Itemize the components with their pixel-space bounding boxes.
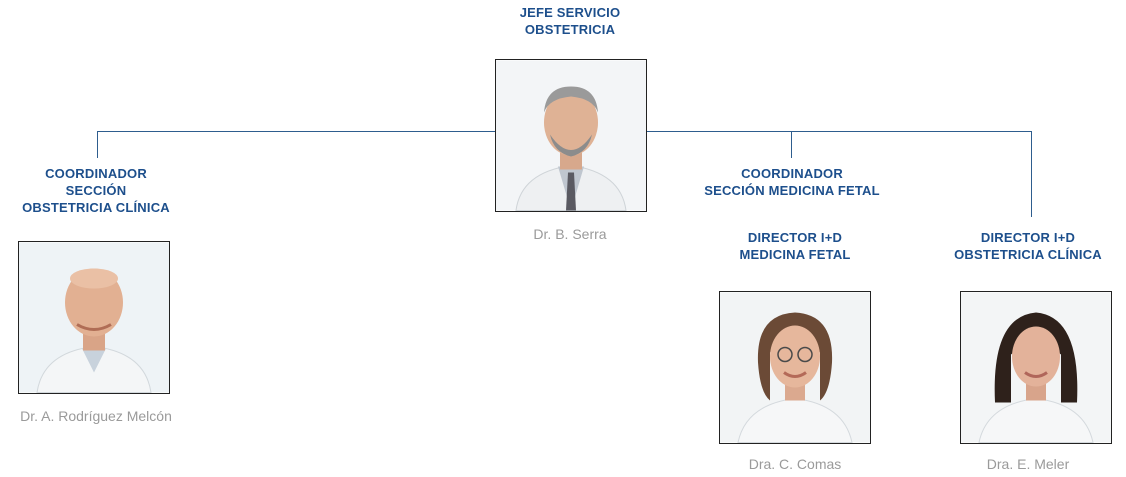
title-line: DIRECTOR I+D xyxy=(980,230,1076,245)
portrait-photo xyxy=(720,292,870,443)
title-line: OBSTETRICIA CLÍNICA xyxy=(22,200,170,215)
director-medicina-fetal-photo xyxy=(719,291,871,444)
director-obstetricia-clinica-title: DIRECTOR I+D OBSTETRICIA CLÍNICA xyxy=(930,229,1126,263)
director-medicina-fetal-title: DIRECTOR I+D MEDICINA FETAL xyxy=(695,229,895,263)
title-line: DIRECTOR I+D xyxy=(747,230,843,245)
director-medicina-fetal-name: Dra. C. Comas xyxy=(748,456,842,472)
coordinador-medicina-fetal-title: COORDINADOR SECCIÓN MEDICINA FETAL xyxy=(680,165,904,199)
title-line: OBSTETRICIA CLÍNICA xyxy=(954,247,1102,262)
jefe-servicio-title: JEFE SERVICIO OBSTETRICIA xyxy=(470,4,670,38)
director-obstetricia-clinica-name: Dra. E. Meler xyxy=(986,456,1070,472)
title-line: COORDINADOR xyxy=(741,166,843,181)
title-line: SECCIÓN MEDICINA FETAL xyxy=(704,183,880,198)
director-obstetricia-clinica-photo xyxy=(960,291,1112,444)
coordinador-obstetricia-clinica-title: COORDINADOR SECCIÓN OBSTETRICIA CLÍNICA xyxy=(0,165,192,216)
coordinador-obstetricia-clinica-photo xyxy=(18,241,170,394)
coordinador-obstetricia-clinica-name: Dr. A. Rodríguez Melcón xyxy=(20,408,172,424)
title-line: COORDINADOR xyxy=(45,166,147,181)
connector-left-vertical xyxy=(97,131,98,158)
portrait-photo xyxy=(961,292,1111,443)
connector-center-vertical xyxy=(791,131,792,158)
jefe-servicio-photo xyxy=(495,59,647,212)
connector-right-vertical xyxy=(1031,131,1032,217)
portrait-photo xyxy=(496,60,646,211)
jefe-servicio-name: Dr. B. Serra xyxy=(533,226,607,242)
title-line: MEDICINA FETAL xyxy=(739,247,851,262)
title-line: JEFE SERVICIO xyxy=(519,5,621,20)
title-line: OBSTETRICIA xyxy=(524,22,616,37)
portrait-photo xyxy=(19,242,169,393)
title-line: SECCIÓN xyxy=(65,183,127,198)
